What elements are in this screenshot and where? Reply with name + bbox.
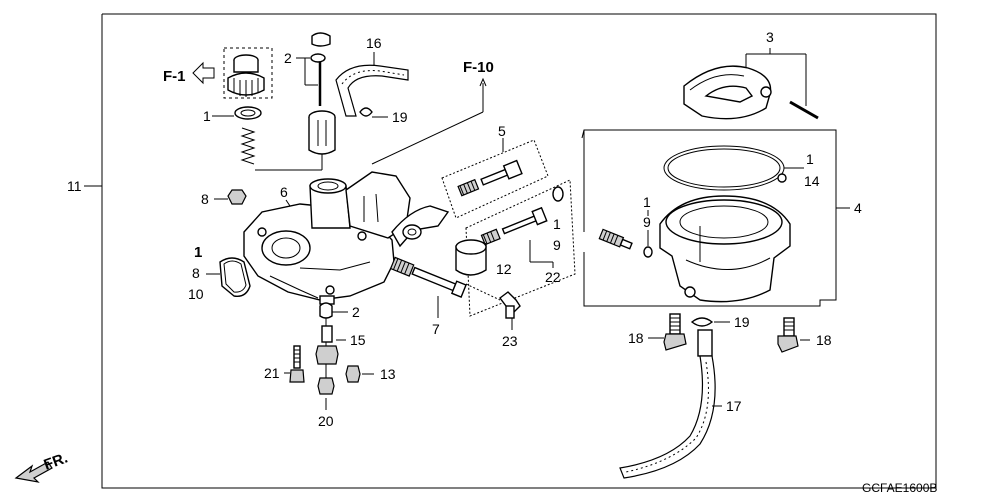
callout-19a: 19 xyxy=(392,109,408,125)
spring-part xyxy=(240,127,256,165)
choke-cover-part xyxy=(683,65,772,120)
callout-22: 22 xyxy=(545,269,561,285)
callout-13: 13 xyxy=(380,366,396,382)
diagram-code: GCFAE1600B xyxy=(862,481,937,495)
throttle-stop-screw-set xyxy=(480,206,548,246)
needle-jet-part xyxy=(315,325,339,365)
callout-2a: 2 xyxy=(284,50,292,66)
callout-11: 11 xyxy=(67,178,82,194)
clip-part xyxy=(311,32,331,47)
callout-4: 4 xyxy=(854,200,862,216)
callout-8b: 8 xyxy=(192,265,200,281)
float-chamber-part xyxy=(659,195,791,303)
washer-part xyxy=(234,106,262,120)
callout-14: 14 xyxy=(804,173,820,189)
callout-9a: 9 xyxy=(553,237,561,253)
callout-23: 23 xyxy=(502,333,518,349)
pilot-screw-set-5 xyxy=(457,159,523,197)
callout-19b: 19 xyxy=(734,314,750,330)
o-ring-small-part-2 xyxy=(643,246,653,258)
callout-15: 15 xyxy=(350,332,366,348)
slow-jet-part xyxy=(289,345,305,383)
drain-screw-part xyxy=(499,291,521,319)
choke-pin-part xyxy=(789,100,819,120)
callout-1b: 1 xyxy=(194,244,202,261)
callout-6: 6 xyxy=(280,184,288,200)
piston-valve-part xyxy=(308,110,336,155)
screw-kit-box-22 xyxy=(465,179,576,317)
callout-12: 12 xyxy=(496,261,512,277)
main-jet-part xyxy=(317,377,335,395)
hose-fitting-left-part xyxy=(663,313,687,351)
ref-f1: F-1 xyxy=(163,68,186,85)
screw-kit-box-5 xyxy=(441,139,549,219)
ref-f10: F-10 xyxy=(463,59,494,76)
callout-1d: 1 xyxy=(806,151,814,167)
hose-16-part xyxy=(335,64,409,117)
callout-10: 10 xyxy=(188,286,204,302)
washer-small-part xyxy=(319,302,333,319)
carburetor-body-part xyxy=(243,171,450,305)
diagram-frame xyxy=(101,13,937,489)
ref-fr: FR. xyxy=(42,450,71,474)
nut-8-part xyxy=(227,189,247,205)
callout-7: 7 xyxy=(432,321,440,337)
o-ring-part xyxy=(219,257,251,297)
front-arrow-icon xyxy=(14,461,53,483)
callout-2b: 2 xyxy=(352,304,360,320)
o-ring-small-part xyxy=(552,186,564,202)
callout-18b: 18 xyxy=(816,332,832,348)
pilot-jet-part xyxy=(345,365,361,383)
callout-1c: 1 xyxy=(553,216,561,232)
float-part xyxy=(455,239,487,276)
callout-8a: 8 xyxy=(201,191,209,207)
drain-tube-end-part xyxy=(697,329,713,357)
callout-1a: 1 xyxy=(203,108,211,124)
callout-5: 5 xyxy=(498,123,506,139)
callout-17: 17 xyxy=(726,398,742,414)
drain-tube-part xyxy=(619,355,716,479)
throttle-cap-part xyxy=(227,54,265,97)
callout-16: 16 xyxy=(366,35,382,51)
callout-3: 3 xyxy=(766,29,774,45)
main-jet-holder-part xyxy=(389,256,467,298)
cap-dashed-box xyxy=(223,47,273,99)
drain-plug-part xyxy=(598,228,633,250)
hose-clip-part xyxy=(359,107,373,117)
callout-9b: 9 xyxy=(643,214,651,230)
callout-18a: 18 xyxy=(628,330,644,346)
hose-clip-part-2 xyxy=(690,317,714,327)
callout-21: 21 xyxy=(264,365,280,381)
callout-20: 20 xyxy=(318,413,334,429)
arrow-left-icon xyxy=(192,61,215,85)
callout-1e: 1 xyxy=(643,194,651,210)
float-chamber-gasket-part xyxy=(663,145,785,191)
assembly-bracket-4 xyxy=(581,129,837,307)
hose-fitting-right-part xyxy=(777,317,799,353)
